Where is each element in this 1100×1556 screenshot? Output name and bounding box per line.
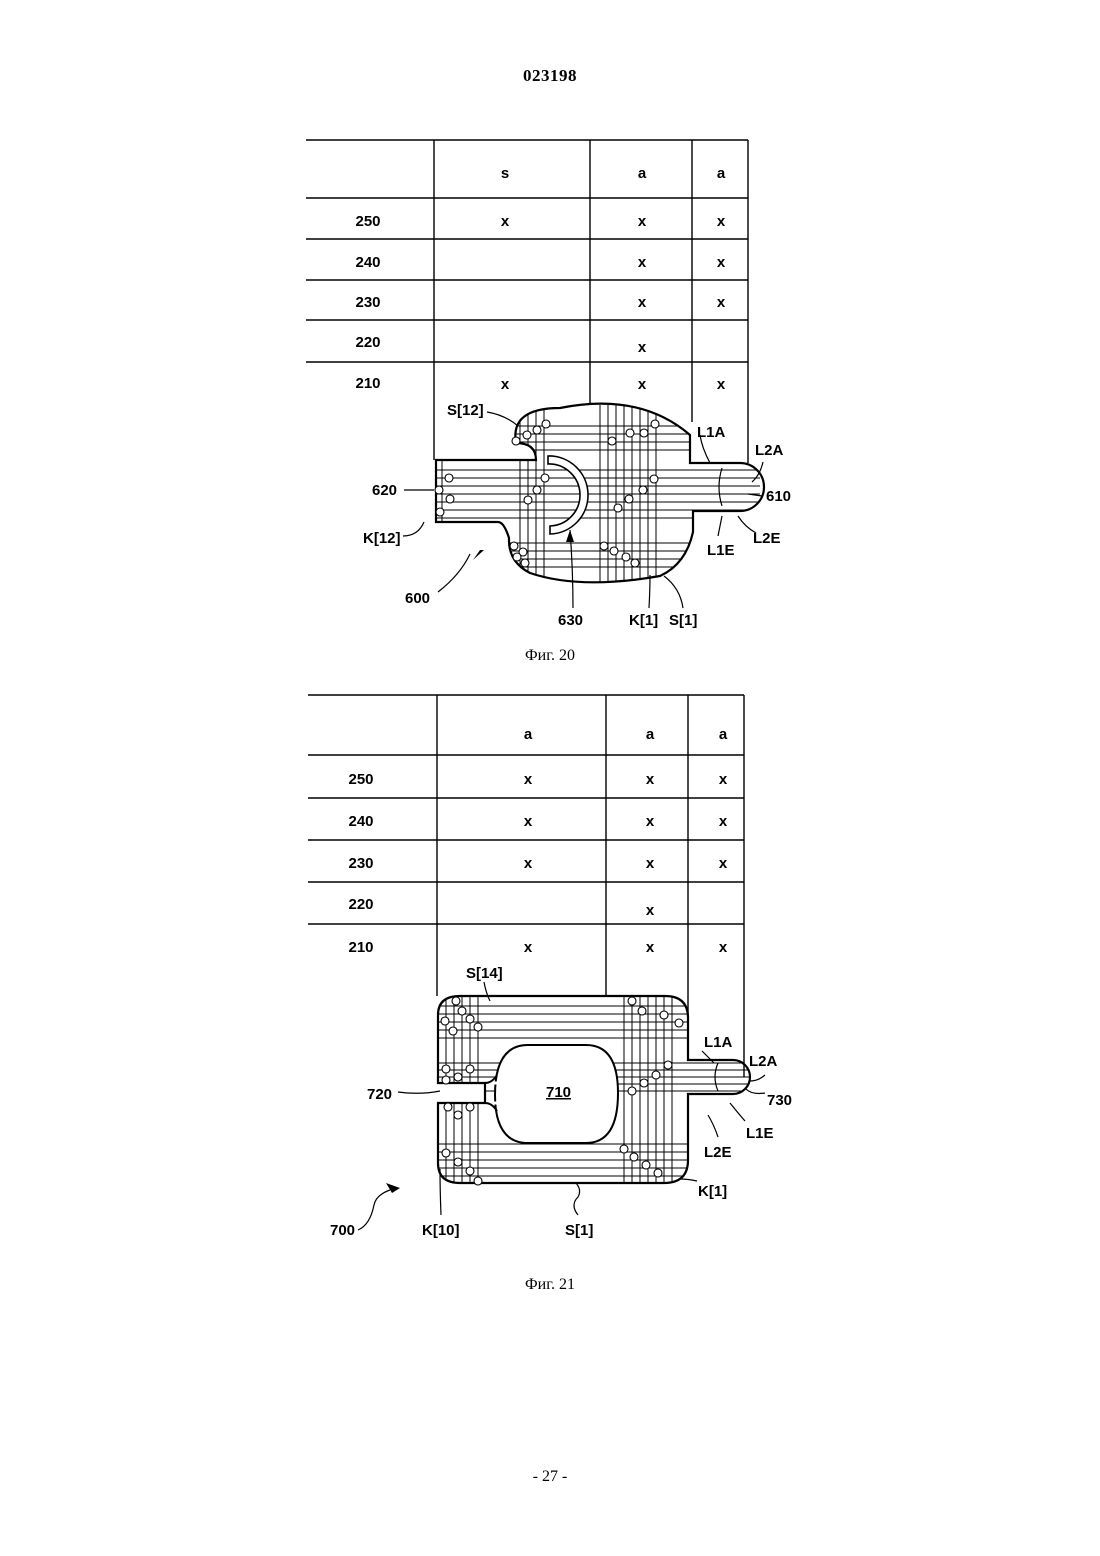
figure-20: s a a 250 x x x 240 x x 230 x x 220 x 21… xyxy=(0,130,1100,630)
label-l2a: L2A xyxy=(755,442,784,459)
row-label: 220 xyxy=(348,896,373,913)
table-cell: x xyxy=(524,813,533,830)
row-label: 240 xyxy=(355,254,380,271)
label-720: 720 xyxy=(367,1086,392,1103)
label-l1e: L1E xyxy=(746,1125,774,1142)
table-cell: x xyxy=(638,376,647,393)
label-s14: S[14] xyxy=(466,965,503,982)
table-cell: x xyxy=(646,902,655,919)
label-s1: S[1] xyxy=(565,1222,593,1239)
col-header-1: s xyxy=(501,165,509,182)
col-header-3: a xyxy=(717,165,726,182)
label-k12: K[12] xyxy=(363,530,401,547)
label-710: 710 xyxy=(546,1084,571,1101)
table-cell: x xyxy=(717,294,726,311)
row-label: 210 xyxy=(355,375,380,392)
table-cell: x xyxy=(717,376,726,393)
table-cell: x xyxy=(717,213,726,230)
figure-20-caption: Фиг. 20 xyxy=(0,647,1100,665)
table-cell: x xyxy=(638,254,647,271)
label-s1: S[1] xyxy=(669,612,697,629)
label-l1a: L1A xyxy=(704,1034,733,1051)
table-cell: x xyxy=(501,376,510,393)
table-cell: x xyxy=(524,855,533,872)
table-cell: x xyxy=(719,771,728,788)
row-label: 250 xyxy=(355,213,380,230)
row-label: 250 xyxy=(348,771,373,788)
table-cell: x xyxy=(638,294,647,311)
table-cell: x xyxy=(646,939,655,956)
table-cell: x xyxy=(717,254,726,271)
figure-21-caption: Фиг. 21 xyxy=(0,1276,1100,1294)
label-630: 630 xyxy=(558,612,583,629)
row-label: 220 xyxy=(355,334,380,351)
label-l2e: L2E xyxy=(753,530,781,547)
row-label: 240 xyxy=(348,813,373,830)
col-header-2: a xyxy=(638,165,647,182)
row-label: 210 xyxy=(348,939,373,956)
label-610: 610 xyxy=(766,488,791,505)
label-l2e: L2E xyxy=(704,1144,732,1161)
table-cell: x xyxy=(646,771,655,788)
label-l1a: L1A xyxy=(697,424,726,441)
table-cell: x xyxy=(719,813,728,830)
label-730: 730 xyxy=(767,1092,792,1109)
col-header-2: a xyxy=(646,726,655,743)
table-cell: x xyxy=(501,213,510,230)
page-number: - 27 - xyxy=(0,1468,1100,1486)
row-label: 230 xyxy=(355,294,380,311)
label-700: 700 xyxy=(330,1222,355,1239)
table-cell: x xyxy=(638,213,647,230)
label-620: 620 xyxy=(372,482,397,499)
col-header-1: a xyxy=(524,726,533,743)
col-header-3: a xyxy=(719,726,728,743)
table-cell: x xyxy=(524,939,533,956)
label-k1: K[1] xyxy=(698,1183,727,1200)
patent-number: 023198 xyxy=(0,66,1100,86)
row-label: 230 xyxy=(348,855,373,872)
table-cell: x xyxy=(638,339,647,356)
table-cell: x xyxy=(646,855,655,872)
table-cell: x xyxy=(719,939,728,956)
label-s12: S[12] xyxy=(447,402,484,419)
table-cell: x xyxy=(719,855,728,872)
label-600: 600 xyxy=(405,590,430,607)
figure-21: a a a 250 x x x 240 x x x 230 x x x 220 … xyxy=(0,685,1100,1255)
label-k10: K[10] xyxy=(422,1222,460,1239)
label-l1e: L1E xyxy=(707,542,735,559)
table-cell: x xyxy=(524,771,533,788)
label-l2a: L2A xyxy=(749,1053,778,1070)
table-cell: x xyxy=(646,813,655,830)
label-k1: K[1] xyxy=(629,612,658,629)
